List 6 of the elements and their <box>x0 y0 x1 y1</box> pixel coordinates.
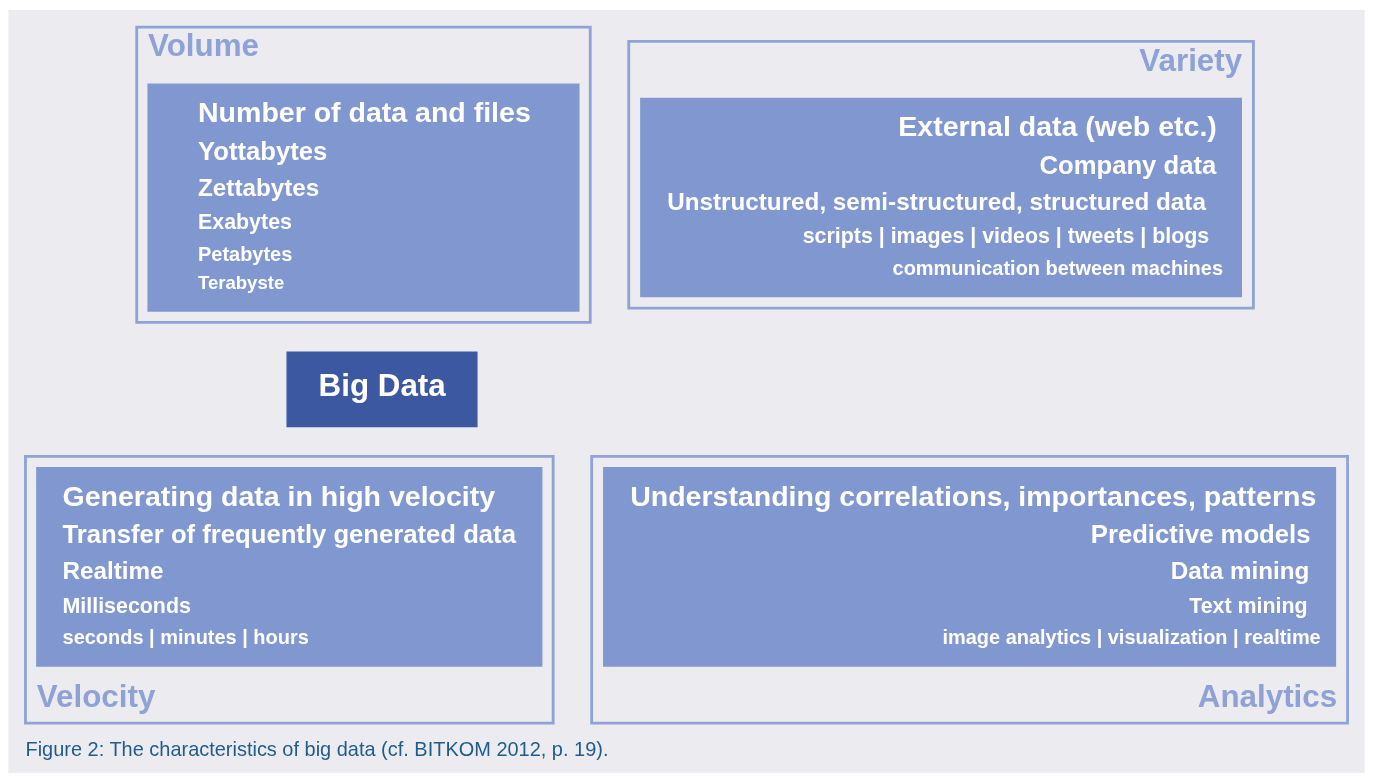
node-box: Understanding correlations, importances, patterns Predictive models Data mining Text mining image analytics | visualization | realtime <box>603 466 1337 667</box>
caption: Figure 2: The characteristics of big data (cf. BITKOM 2012, p. 19). <box>25 737 609 760</box>
node-box: Generating data in high velocity Transfer of frequently generated data Realtime Milliseconds seconds | minutes | hours <box>36 466 543 667</box>
node-box: External data (web etc.) Company data Unstructured, semi-structured, structured data scripts | images | videos | tweets | blogs communication between machines <box>640 97 1242 297</box>
node-box: Number of data and files Yottabytes Zettabytes Exabytes Petabytes Terabyste <box>147 82 580 312</box>
node-box: Big Data <box>286 351 478 427</box>
